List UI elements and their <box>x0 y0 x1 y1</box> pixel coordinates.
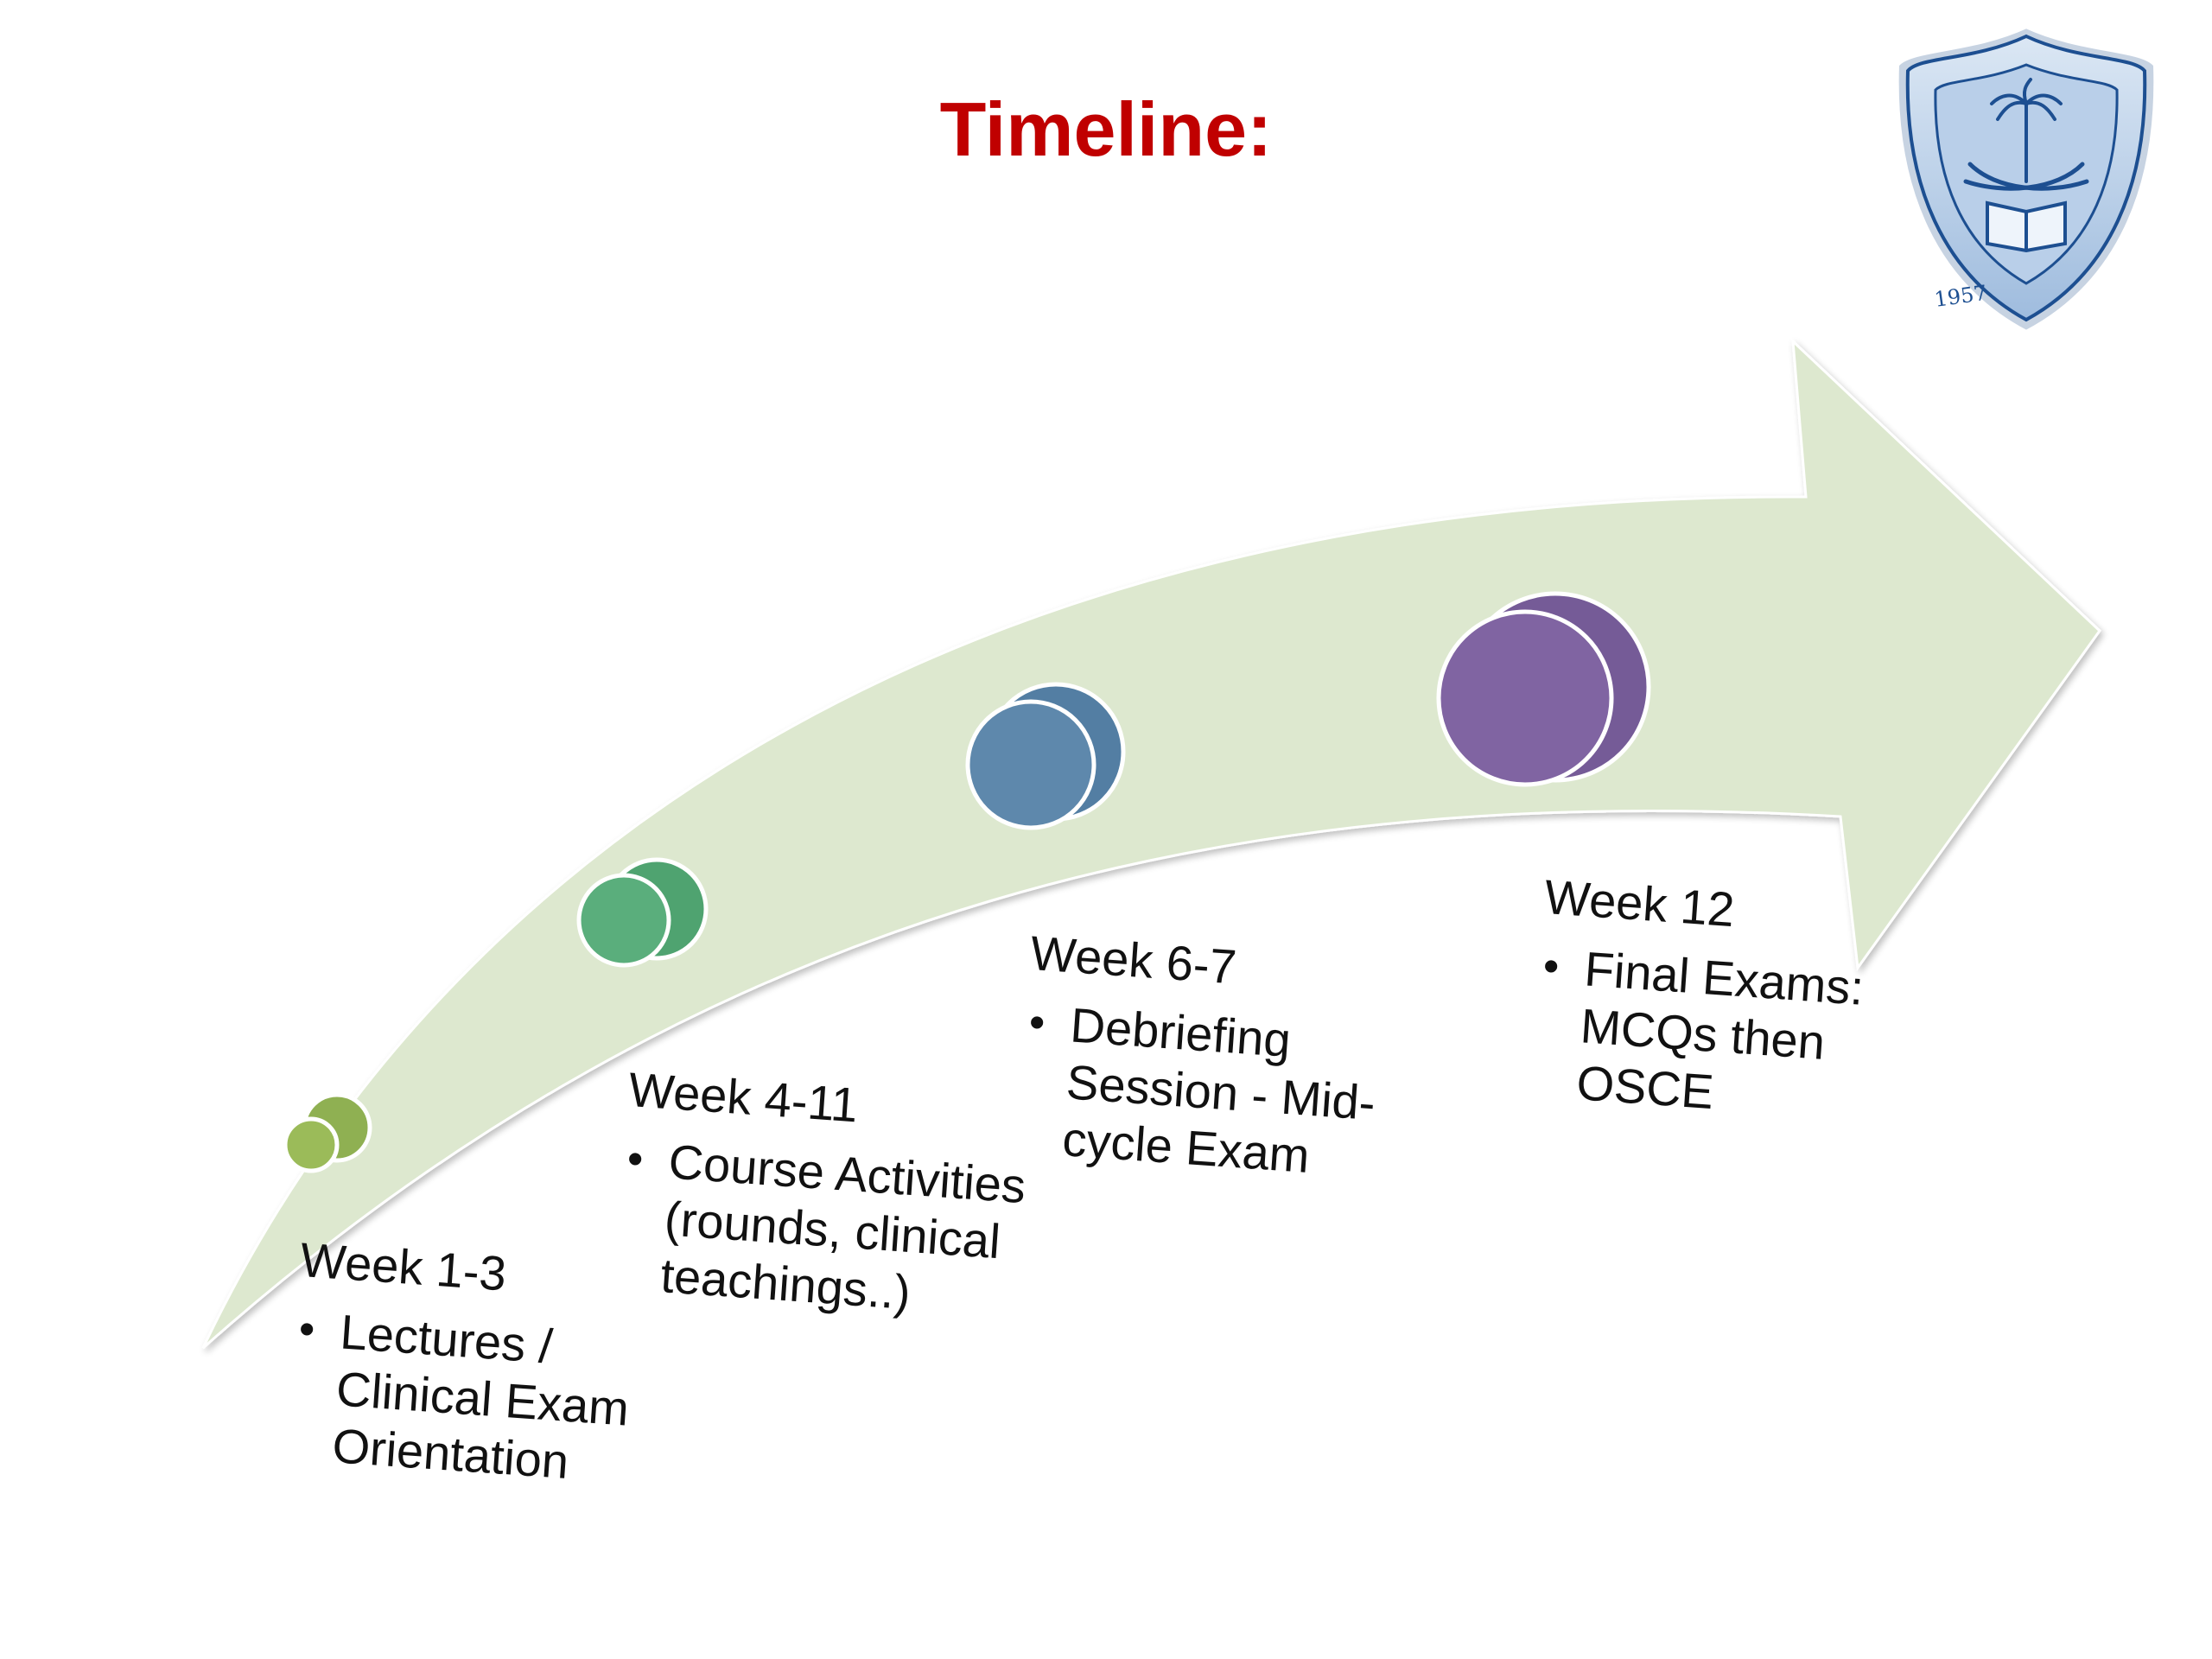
university-logo: 1957 <box>1893 22 2159 336</box>
milestone-1-description: • Lectures / Clinical Exam Orientation <box>286 1300 780 1505</box>
milestone-4-circle <box>1436 591 1651 787</box>
milestone-1-circle <box>283 1092 372 1173</box>
milestone-4-description: • Final Exams: MCQs then OSCE <box>1530 938 1939 1136</box>
curved-arrow <box>201 338 2101 1350</box>
milestone-4: Week 12 • Final Exams: MCQs then OSCE <box>1530 868 1943 1135</box>
bullet-icon: • <box>626 1134 645 1185</box>
milestone-3-description: • Debriefing Session - Mid- cycle Exam <box>1016 994 1477 1196</box>
milestone-3: Week 6-7 • Debriefing Session - Mid- cyc… <box>1016 925 1481 1196</box>
logo-year: 1957 <box>1933 281 1988 312</box>
milestone-2-circle <box>576 857 709 968</box>
bullet-icon: • <box>297 1304 317 1356</box>
bullet-icon: • <box>1541 941 1561 993</box>
slide-title: Timeline: <box>939 86 1273 172</box>
bullet-icon: • <box>1027 997 1047 1049</box>
milestone-3-circle <box>965 682 1126 830</box>
